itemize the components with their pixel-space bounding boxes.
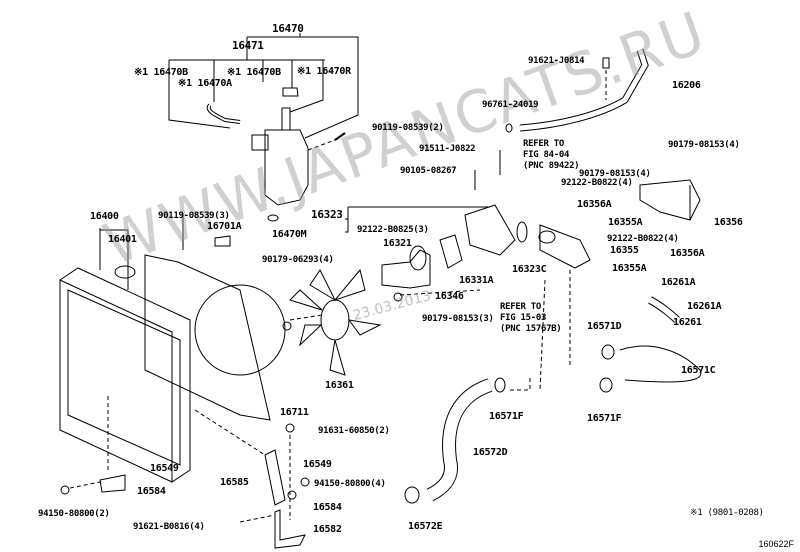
part-label[interactable]: 16355A [612,263,647,274]
part-label[interactable]: 90179-08153(4) [668,140,740,150]
part-label[interactable]: 16355A [608,217,643,228]
refer-line: (PNC 89422) [523,161,580,171]
refer-line: REFER TO [500,302,541,312]
part-label[interactable]: 90119-08539(2) [372,123,444,133]
part-label[interactable]: 16356 [714,217,743,228]
part-label[interactable]: ※1 16470B [227,67,281,78]
part-label[interactable]: 16206 [672,80,701,91]
part-label[interactable]: 94150-80800(4) [314,479,386,489]
part-label[interactable]: 16571C [681,365,716,376]
part-label[interactable]: 16572D [473,447,508,458]
part-label[interactable]: 16549 [303,459,332,470]
part-label[interactable]: 16584 [313,502,342,513]
part-label[interactable]: ※1 16470R [297,66,351,77]
refer-note-fig-84-04[interactable]: REFER TO FIG 84-04 (PNC 89422) [523,139,580,172]
part-label[interactable]: 16346 [435,291,464,302]
part-label[interactable]: 16571F [489,411,524,422]
part-label[interactable]: 16711 [280,407,309,418]
reservoir-tank-drawing [206,87,346,222]
part-label[interactable]: 96761-24019 [482,100,539,110]
radiator-drawing [59,215,286,483]
part-label[interactable]: 16321 [383,238,412,249]
part-label[interactable]: 16356A [670,248,705,259]
part-label[interactable]: 90179-06293(4) [262,255,334,265]
figure-code: 160622F [758,539,794,549]
part-label[interactable]: 16261A [661,277,696,288]
part-label[interactable]: ※1 16470B [134,67,188,78]
part-label[interactable]: 16571D [587,321,622,332]
part-label[interactable]: 16571F [587,413,622,424]
part-label[interactable]: 92122-B0822(4) [607,234,679,244]
part-label[interactable]: 16261 [673,317,702,328]
water-outlet-drawing [538,179,701,391]
part-label[interactable]: 16470M [272,229,307,240]
part-label[interactable]: 16572E [408,521,443,532]
part-label[interactable]: 16361 [325,380,354,391]
part-label[interactable]: 90179-08153(3) [422,314,494,324]
part-label[interactable]: 16701A [207,221,242,232]
part-label[interactable]: 92122-B0825(3) [357,225,429,235]
fan-drawing [282,268,382,376]
part-label[interactable]: 16584 [137,486,166,497]
part-label[interactable]: 16585 [220,477,249,488]
part-label[interactable]: 91621-B0816(4) [133,522,205,532]
callout-brackets [99,33,490,290]
part-label[interactable]: 90105-08267 [400,166,457,176]
footnote: ※1 (9801-0208) [690,508,764,518]
part-label[interactable]: 91631-60850(2) [318,426,390,436]
part-label[interactable]: 16471 [232,39,264,52]
part-label[interactable]: 90119-08539(3) [158,211,230,221]
part-label[interactable]: 16323 [311,208,343,221]
refer-line: (PNC 15767B) [500,324,562,334]
part-label[interactable]: 16356A [577,199,612,210]
water-pipe-drawing [505,48,649,133]
hoses-drawing [404,296,702,504]
part-label[interactable]: 16355 [610,245,639,256]
part-label[interactable]: 91621-J0814 [528,56,585,66]
bottom-brackets-drawing [60,395,310,549]
part-label[interactable]: 91511-J0822 [419,144,476,154]
part-label[interactable]: 16261A [687,301,722,312]
part-label[interactable]: 94150-80800(2) [38,509,110,519]
part-label[interactable]: 90179-08153(4) [579,169,651,179]
part-label[interactable]: 16323C [512,264,547,275]
refer-line: FIG 84-04 [523,150,570,160]
part-label[interactable]: 16401 [108,234,137,245]
part-label[interactable]: ※1 16470A [178,78,232,89]
part-label[interactable]: 16582 [313,524,342,535]
part-label[interactable]: 16331A [459,275,494,286]
thermostat-drawing [381,150,528,302]
part-label[interactable]: 16400 [90,211,119,222]
refer-line: REFER TO [523,139,564,149]
part-label[interactable]: 16549 [150,463,179,474]
part-label[interactable]: 92122-B0822(4) [561,178,633,188]
part-label[interactable]: 16470 [272,22,304,35]
refer-line: FIG 15-03 [500,313,547,323]
refer-note-fig-15-03[interactable]: REFER TO FIG 15-03 (PNC 15767B) [500,302,562,335]
